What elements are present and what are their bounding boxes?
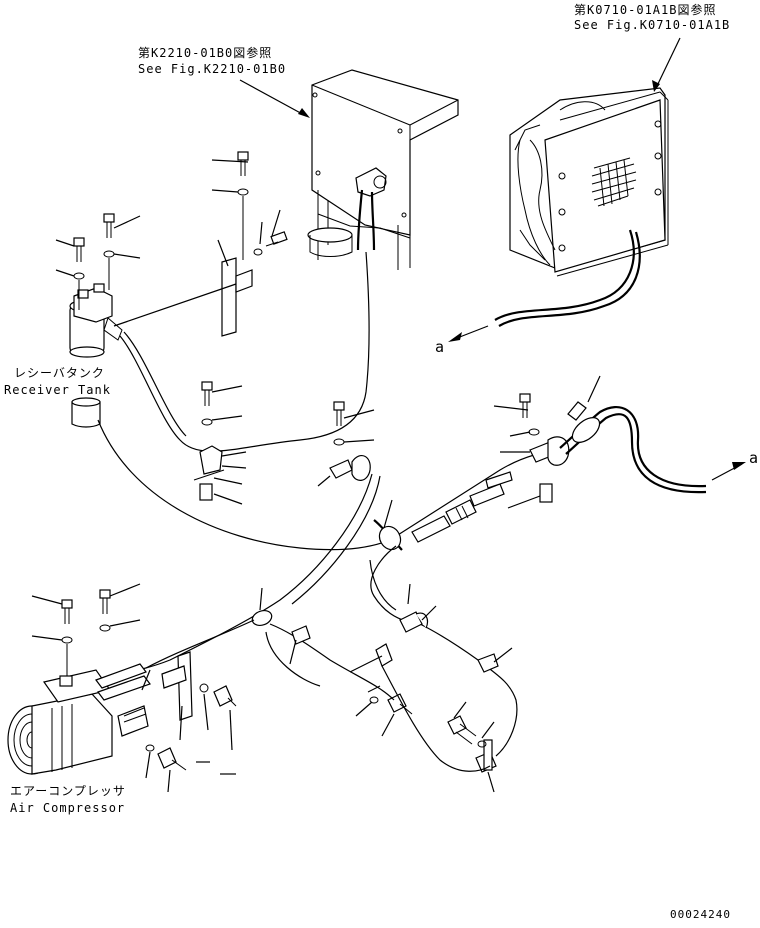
condenser-mesh <box>591 157 637 207</box>
ref-k0710-en: See Fig.K0710-01A1B <box>574 18 731 32</box>
bolts-lower-right <box>447 715 487 748</box>
air-compressor-label-en: Air Compressor <box>10 801 126 815</box>
line-fittings <box>411 471 513 543</box>
ref-k2210-en: See Fig.K2210-01B0 <box>138 62 287 76</box>
receiver-bolts <box>73 213 115 310</box>
evaporator-unit <box>307 69 459 270</box>
clamp-lower-right <box>399 611 499 773</box>
compressor-bracket <box>145 651 237 771</box>
air-compressor-label-jp: エアーコンプレッサ <box>10 784 126 798</box>
receiver-tank-label-jp: レシーバタンク <box>14 366 105 380</box>
ref-k2210-jp: 第K2210-01B0図参照 <box>138 46 273 60</box>
compressor-bolts <box>61 589 111 676</box>
receiver-tank-label-en: Receiver Tank <box>4 383 111 397</box>
condenser-unit <box>494 87 669 327</box>
clamp-lower-middle <box>291 625 393 667</box>
air-compressor <box>7 663 151 775</box>
drawing-number: 00024240 <box>670 908 731 921</box>
bracket-upper <box>221 151 288 337</box>
clamp-middle-left <box>193 381 225 501</box>
connector-mark-right: a <box>749 449 760 467</box>
ref-k0710-jp: 第K0710-01A1B図参照 <box>574 3 717 17</box>
receiver-tank <box>69 283 123 428</box>
connector-mark-left: a <box>435 338 446 356</box>
